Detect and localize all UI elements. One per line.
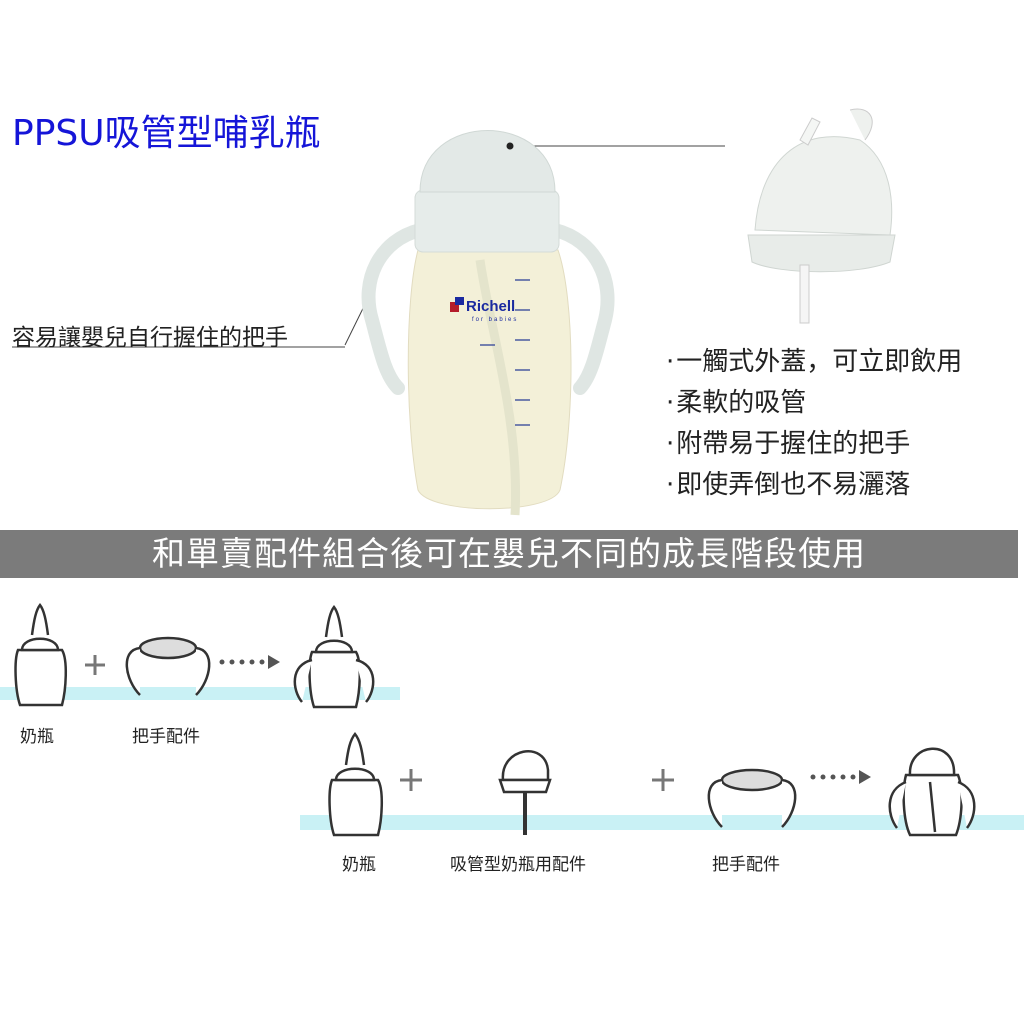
banner: 和單賣配件組合後可在嬰兒不同的成長階段使用 [0,530,1018,578]
arrow-icon [810,770,871,784]
feature-item: 柔軟的吸管 [666,383,962,424]
bottle-photo: Richell for babies [12,108,896,516]
svg-text:for babies: for babies [472,317,518,323]
stripe [300,815,1024,830]
bottle-icon [14,602,67,707]
straw-bottle-with-handle-icon [888,747,976,837]
feature-item: 附帶易于握住的把手 [666,424,962,465]
plus-icon [400,769,422,791]
plus-icon [652,769,674,791]
item-label: 奶瓶 [342,855,376,875]
feature-list: 一觸式外蓋，可立即飲用 柔軟的吸管 附帶易于握住的把手 即使弄倒也不易灑落 [666,342,962,506]
bottle-with-handle-icon [293,604,375,709]
bottle-icon [328,732,383,837]
brand-logo: Richell [466,298,515,315]
feature-item: 即使弄倒也不易灑落 [666,465,962,506]
straw-accessory-icon [498,750,552,835]
handle-accessory-icon [125,636,211,696]
arrow-icon [219,655,280,669]
item-label: 吸管型奶瓶用配件 [450,855,586,875]
item-label: 奶瓶 [20,727,54,747]
combo2-diagram [328,732,976,837]
handle-callout: 容易讓嬰兒自行握住的把手 [12,325,288,351]
feature-item: 一觸式外蓋，可立即飲用 [666,342,962,383]
handle-accessory-icon [707,768,797,828]
plus-icon [85,655,105,675]
page-title: PPSU吸管型哺乳瓶 [12,113,321,154]
combo1-diagram [14,602,375,709]
item-label: 把手配件 [712,855,780,875]
item-label: 把手配件 [132,727,200,747]
